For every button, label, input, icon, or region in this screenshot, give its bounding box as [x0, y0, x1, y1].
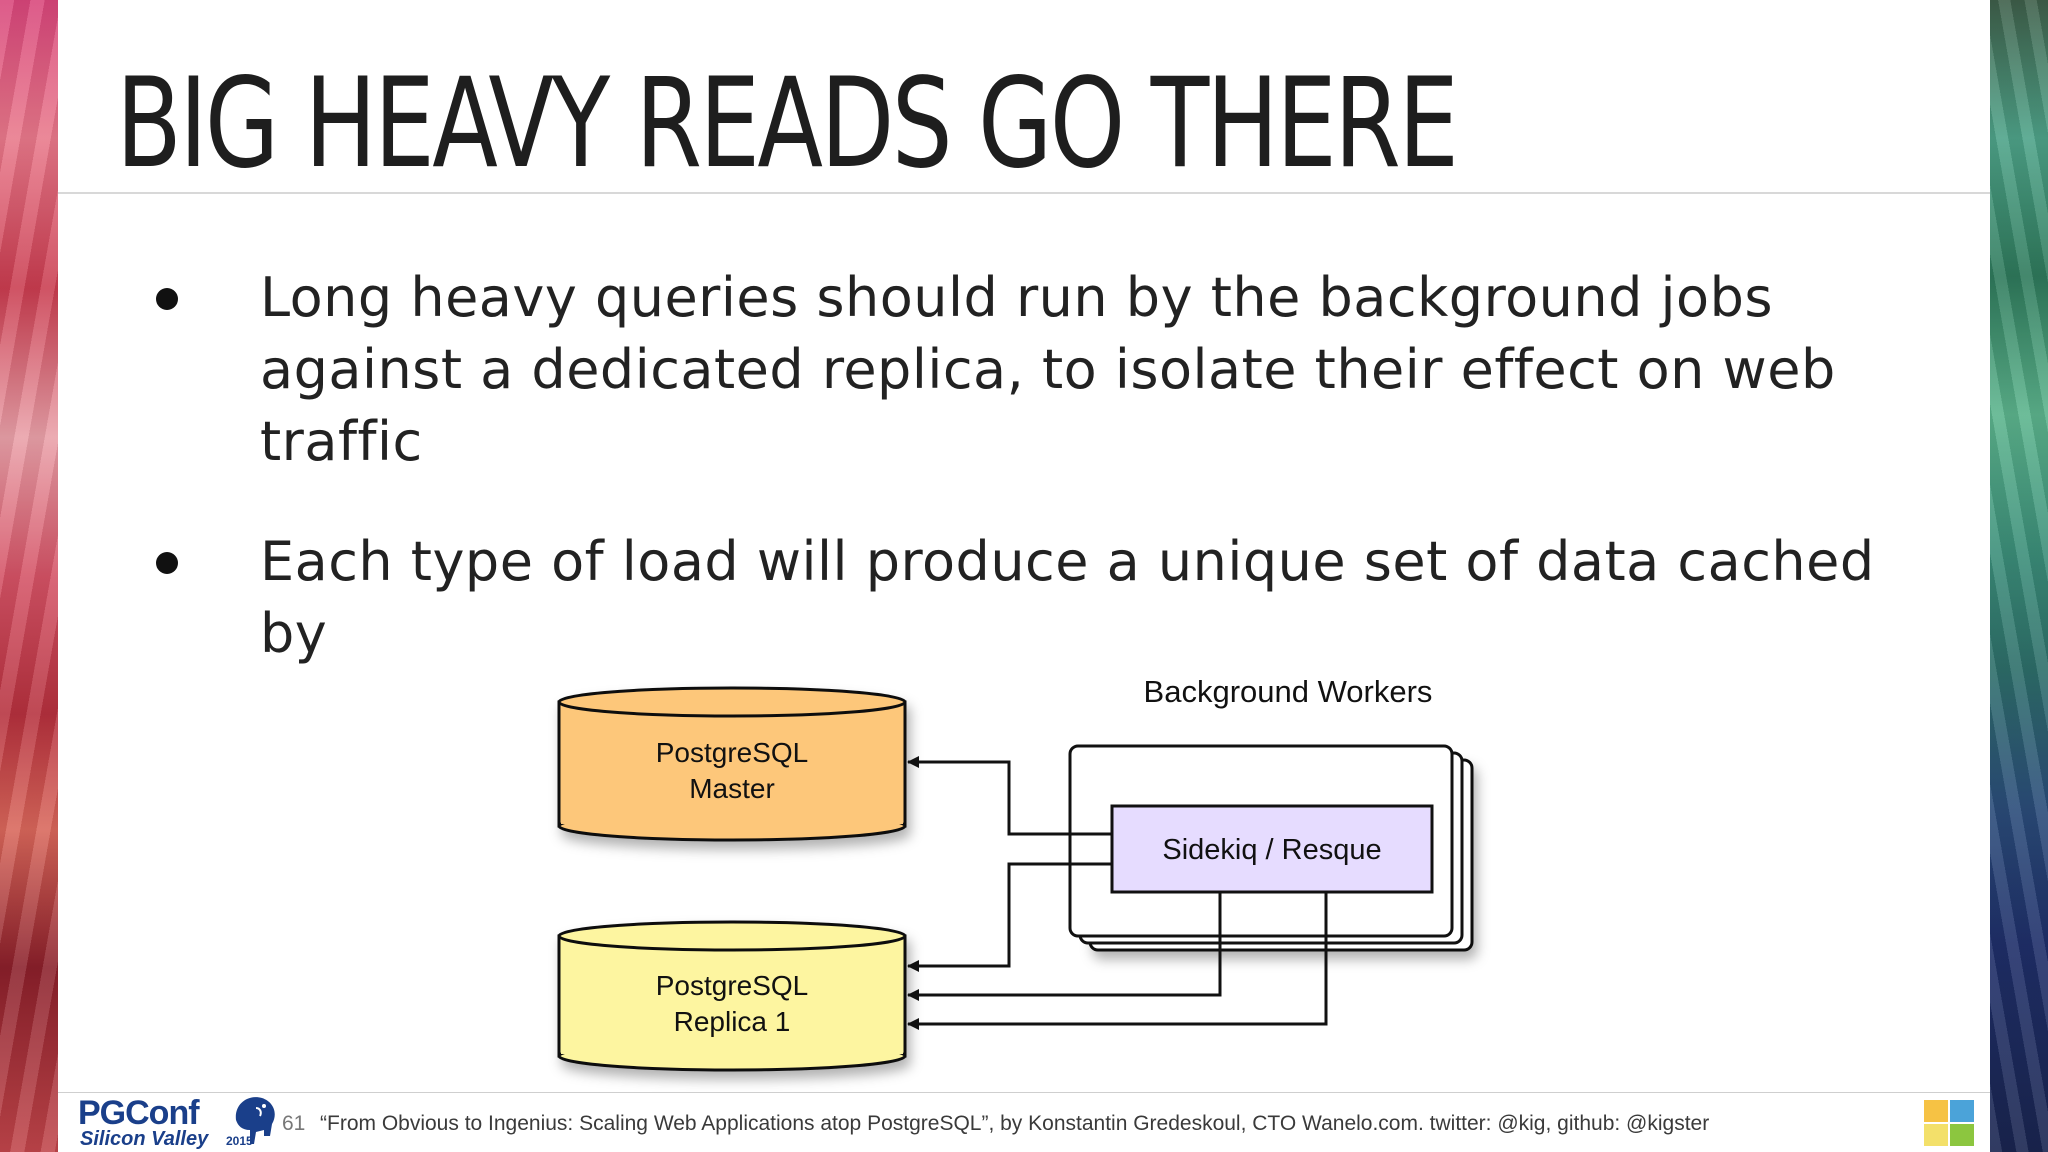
master-label-line1: PostgreSQL: [656, 737, 809, 768]
architecture-diagram: PostgreSQL Master PostgreSQL Replica 1 B…: [557, 674, 1474, 1072]
logo-sub-text: Silicon Valley: [80, 1128, 209, 1150]
pgconf-logo: PGConf Silicon Valley 2015: [78, 1094, 278, 1152]
right-decorative-border: [1990, 0, 2048, 1152]
bullet-text: Long heavy queries should run by the bac…: [260, 266, 1836, 473]
bullet-text: Each type of load will produce a unique …: [260, 530, 1875, 665]
replica-label-line2: Replica 1: [674, 1006, 791, 1037]
bullet-dot-icon: [156, 288, 178, 310]
background-workers-label: Background Workers: [1144, 674, 1433, 709]
footer-citation: “From Obvious to Ingenius: Scaling Web A…: [320, 1112, 1710, 1135]
elephant-logo-icon: [235, 1097, 275, 1144]
postgresql-master-cylinder: [557, 686, 907, 842]
arrow-to-replica-2: [907, 892, 1222, 1001]
logo-main-text: PGConf: [78, 1094, 200, 1132]
color-squares-icon: [1924, 1100, 1974, 1146]
arrow-to-replica-3: [907, 892, 1328, 1030]
title-divider: [58, 192, 1990, 194]
sidekiq-resque-box: [1110, 804, 1434, 894]
postgresql-replica-cylinder: [557, 920, 907, 1072]
bullet-list: Long heavy queries should run by the bac…: [142, 262, 1942, 718]
logo-year-text: 2015: [226, 1134, 253, 1148]
bullet-item: Long heavy queries should run by the bac…: [142, 262, 1942, 478]
bullet-dot-icon: [156, 552, 178, 574]
master-label-line2: Master: [689, 773, 775, 804]
slide: BIG HEAVY READS GO THERE Long heavy quer…: [58, 0, 1990, 1152]
bullet-item: Each type of load will produce a unique …: [142, 526, 1942, 670]
connector-arrows: [907, 756, 1328, 1030]
sidekiq-resque-label: Sidekiq / Resque: [1162, 834, 1381, 866]
arrow-to-replica-1: [907, 862, 1112, 972]
arrow-to-master: [907, 756, 1112, 836]
slide-title: BIG HEAVY READS GO THERE: [116, 52, 1459, 196]
left-decorative-border: [0, 0, 58, 1152]
replica-label-line1: PostgreSQL: [656, 970, 809, 1001]
page-number: 61: [282, 1112, 306, 1135]
footer-divider: [58, 1092, 1990, 1093]
